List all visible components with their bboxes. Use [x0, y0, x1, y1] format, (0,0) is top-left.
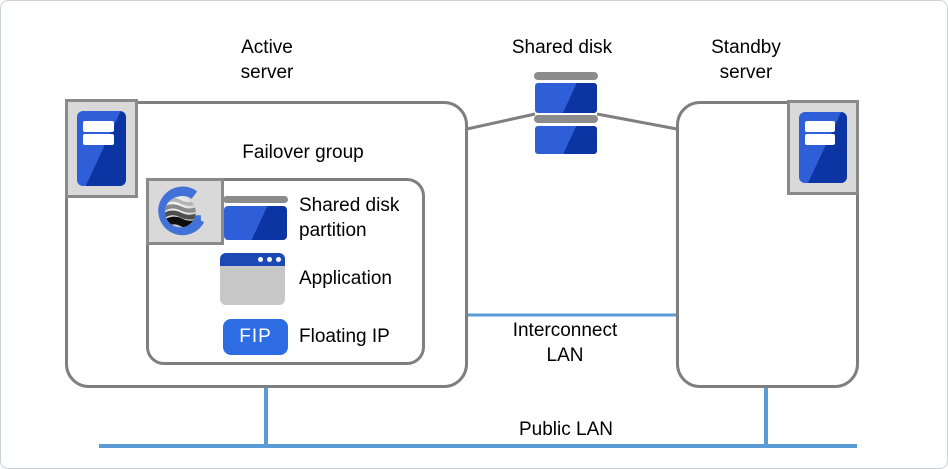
interconnect-lan-label: Interconnect LAN — [512, 320, 618, 366]
floating-ip-label: Floating IP — [299, 326, 390, 347]
fip-badge-label: FIP — [239, 326, 272, 347]
active-to-shared-disk-line — [466, 112, 536, 131]
standby-server-icon — [787, 100, 859, 195]
application-label: Application — [299, 268, 392, 289]
standby-to-shared-disk-line — [596, 112, 678, 131]
disk-partition-icon — [223, 196, 288, 241]
server-tower-icon — [799, 112, 847, 183]
server-tower-icon — [77, 111, 126, 186]
cluster-logo-glyph — [158, 186, 205, 236]
app-window-icon — [220, 253, 285, 305]
failover-group-box — [146, 178, 425, 365]
failover-group-label: Failover group — [242, 142, 364, 163]
shared-disk-icon — [534, 72, 598, 154]
fip-badge: FIP — [223, 319, 288, 355]
standby-server-label: Standby server — [711, 37, 781, 83]
public-lan-label: Public LAN — [519, 419, 613, 440]
active-server-label: Active server — [240, 37, 294, 83]
active-server-icon — [65, 99, 138, 198]
shared-disk-label: Shared disk — [511, 37, 613, 58]
cluster-logo-icon — [146, 178, 224, 245]
shared-disk-partition-label: Shared disk partition — [299, 195, 400, 241]
active-server-box — [65, 101, 468, 388]
standby-server-box — [676, 101, 859, 388]
